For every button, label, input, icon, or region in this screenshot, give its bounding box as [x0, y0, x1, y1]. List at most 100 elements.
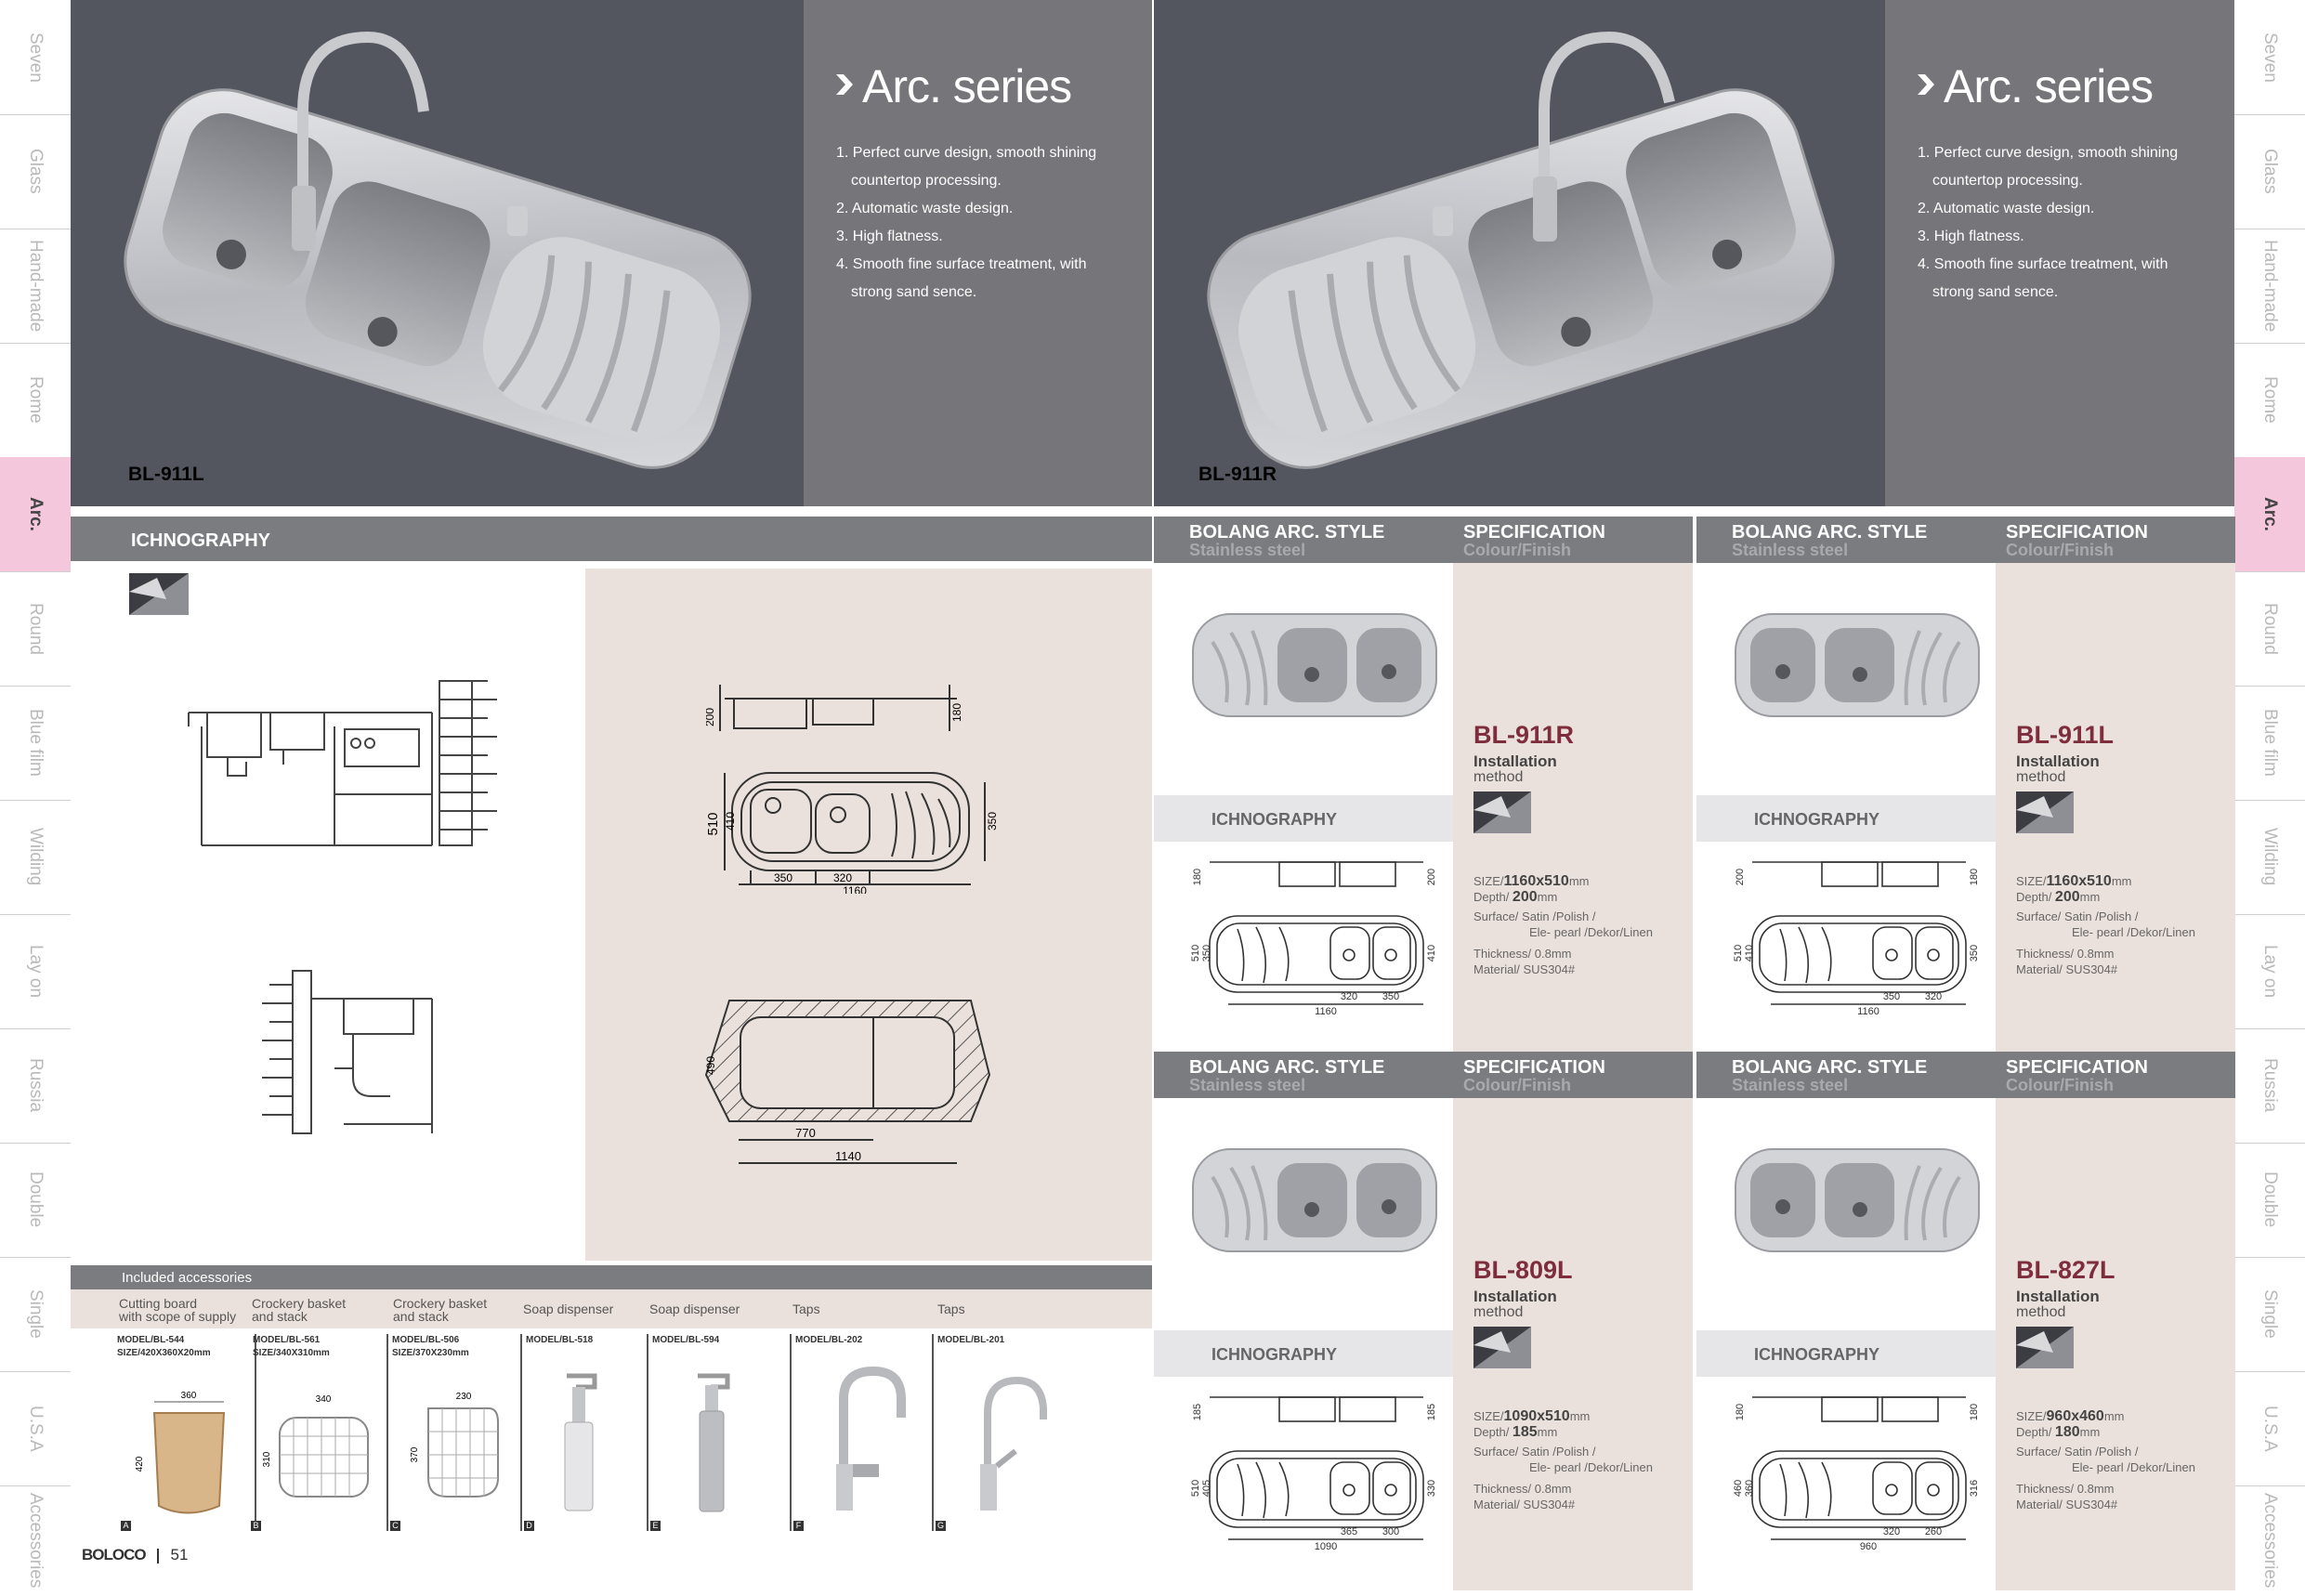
svg-text:420: 420: [135, 1456, 145, 1472]
spec-material: Material/ SUS304#: [2016, 962, 2118, 976]
dim-w1: 350: [774, 871, 792, 884]
accessory-crockery-basket-506[interactable]: MODEL/BL-506 SIZE/370X230mm 230 370 C: [386, 1334, 522, 1531]
side-tab-rome[interactable]: Rome: [2234, 343, 2305, 458]
hero-left-features: 1. Perfect curve design, smooth shining …: [836, 145, 1097, 300]
soap-dispenser-image: [698, 1373, 730, 1512]
top-view-drawing: 200 180 510 410 350 350 320 1160: [706, 685, 999, 894]
page-number-left: 51: [170, 1546, 189, 1563]
side-tab-glass[interactable]: Glass: [0, 114, 71, 229]
side-tab-rome[interactable]: Rome: [0, 343, 71, 458]
product-card-bl-827l[interactable]: BOLANG ARC. STYLE Stainless steel SPECIF…: [1696, 1052, 2235, 1590]
side-tab-accessories[interactable]: Accessories: [26, 1493, 46, 1589]
dimension-label: 510: [1734, 945, 1744, 962]
side-tab-arc[interactable]: Arc.: [2234, 457, 2305, 572]
svg-text:360: 360: [181, 1391, 197, 1401]
side-tab-single[interactable]: Single: [0, 1257, 71, 1372]
side-tab-double[interactable]: Double: [0, 1143, 71, 1258]
svg-text:230: 230: [456, 1392, 472, 1402]
spec-panel: BL-827L Installation method SIZE/960x460…: [1996, 1098, 2235, 1590]
dimension-label: 320: [1883, 1526, 1900, 1537]
install-method-icon: [129, 573, 189, 615]
side-tab-hand-made[interactable]: Hand-made: [2234, 229, 2305, 344]
hero-left-info: Arc. series 1. Perfect curve design, smo…: [804, 0, 1152, 506]
side-tab-glass[interactable]: Glass: [2234, 114, 2305, 229]
spec-material: Material/ SUS304#: [2016, 1498, 2118, 1511]
hero-right-model: BL-911R: [1198, 464, 1277, 485]
dimension-label: 1160: [1315, 1006, 1337, 1017]
side-tab-hand-made[interactable]: Hand-made: [0, 229, 71, 344]
hero-right-photo: BL-911R: [1154, 0, 1885, 506]
side-tab-double[interactable]: Double: [2234, 1143, 2305, 1258]
side-tab-arc[interactable]: Arc.: [0, 457, 71, 572]
side-nav-right: Seven Glass Hand-made Rome Arc. Round Bl…: [2234, 0, 2305, 1596]
spec-list: SIZE/960x460mm Depth/ 180mm Surface/ Sat…: [2016, 1408, 2195, 1511]
dimension-label: 350: [1201, 945, 1212, 962]
accessory-letter: G: [936, 1521, 946, 1531]
accessories-labels: Cutting board with scope of supply Crock…: [71, 1289, 1152, 1328]
side-tab-blue-film[interactable]: Blue film: [0, 686, 71, 801]
dim-cut-w1: 770: [795, 1126, 816, 1140]
ichnography-label: ICHNOGRAPHY: [1754, 810, 1880, 829]
side-tab-round[interactable]: Round: [2234, 571, 2305, 687]
install-icon: [1473, 791, 1531, 833]
side-tab-single[interactable]: Single: [2234, 1257, 2305, 1372]
accessory-tap-201[interactable]: MODEL/BL-201 G: [932, 1334, 1071, 1531]
accessory-cutting-board[interactable]: MODEL/BL-544 SIZE/420X360X20mm 360 420 A: [117, 1334, 256, 1531]
cutting-board-image: 360 420: [135, 1391, 226, 1514]
side-tab-usa[interactable]: U.S.A: [0, 1371, 71, 1486]
side-tab-lay-on[interactable]: Lay on: [2234, 914, 2305, 1029]
accessory-soap-dispenser-518[interactable]: MODEL/BL-518 D: [520, 1334, 648, 1531]
side-tab-russia[interactable]: Russia: [2234, 1028, 2305, 1144]
side-tab-accessories[interactable]: Accessories: [2260, 1493, 2280, 1589]
spec-depth: 185: [1512, 1424, 1538, 1440]
spec-thickness: Thickness/ 0.8mm: [2016, 1482, 2115, 1496]
ichnography-band: ICHNOGRAPHY: [1696, 795, 1996, 842]
spec-title: SPECIFICATION: [1463, 1057, 1605, 1078]
accessory-letter: A: [121, 1521, 131, 1531]
side-tab-usa[interactable]: U.S.A: [2234, 1371, 2305, 1486]
side-tab-wilding[interactable]: Wilding: [0, 800, 71, 915]
dim-cut-h: 490: [704, 1056, 717, 1075]
footer-left: BOLOCO 51: [82, 1546, 188, 1564]
accessory-crockery-basket-561[interactable]: MODEL/BL-561 SIZE/340X310mm 340 310 B: [247, 1334, 388, 1531]
side-tab-seven[interactable]: Seven: [0, 0, 71, 115]
dim-cut-w2: 1140: [835, 1149, 861, 1163]
dimension-label: 1160: [1857, 1006, 1879, 1017]
dimension-label: 180: [1735, 1404, 1746, 1420]
spec-list: SIZE/1160x510mm Depth/ 200mm Surface/ Sa…: [2016, 873, 2195, 976]
accessories-bar: Included accessories: [71, 1265, 1152, 1289]
style-subtitle: Stainless steel: [1732, 1076, 1849, 1094]
product-card-bl-911r[interactable]: BOLANG ARC. STYLE Stainless steel SPECIF…: [1154, 517, 1693, 1055]
spec-surface: Surface/ Satin /Polish /: [1473, 909, 1596, 923]
dimension-label: 360: [1744, 1480, 1755, 1497]
sink-thumbnail: [1192, 1148, 1437, 1252]
spec-title: SPECIFICATION: [2006, 522, 2148, 543]
installation-sublabel: method: [2016, 769, 2066, 785]
dimension-label: 460: [1734, 1480, 1744, 1497]
card-header: BOLANG ARC. STYLE Stainless steel SPECIF…: [1696, 1052, 2235, 1098]
installation-sublabel: method: [1473, 769, 1524, 785]
brand-logo: BOLOCO: [82, 1546, 147, 1563]
ichnography-label: ICHNOGRAPHY: [1211, 1345, 1338, 1364]
hero-left-photo: BL-911L: [71, 0, 804, 506]
product-card-bl-911l[interactable]: BOLANG ARC. STYLE Stainless steel SPECIF…: [1696, 517, 2235, 1055]
style-title: BOLANG ARC. STYLE: [1732, 522, 1928, 543]
spec-material: Material/ SUS304#: [1473, 962, 1576, 976]
installation-label: Installation: [2016, 752, 2100, 770]
product-card-bl-809l[interactable]: BOLANG ARC. STYLE Stainless steel SPECIF…: [1154, 1052, 1693, 1590]
dim-total-w: 1160: [843, 884, 867, 894]
side-tab-russia[interactable]: Russia: [0, 1028, 71, 1144]
hero-right-series-title: Arc. series: [1916, 59, 2154, 113]
card-header: BOLANG ARC. STYLE Stainless steel SPECIF…: [1154, 517, 1693, 563]
side-tab-seven[interactable]: Seven: [2234, 0, 2305, 115]
accessory-soap-dispenser-594[interactable]: MODEL/BL-594 E: [647, 1334, 792, 1531]
side-tab-blue-film[interactable]: Blue film: [2234, 686, 2305, 801]
side-tab-round[interactable]: Round: [0, 571, 71, 687]
spec-material: Material/ SUS304#: [1473, 1498, 1576, 1511]
accessory-tap-202[interactable]: MODEL/BL-202 F: [790, 1334, 934, 1531]
side-tab-lay-on[interactable]: Lay on: [0, 914, 71, 1029]
side-tab-wilding[interactable]: Wilding: [2234, 800, 2305, 915]
hero-right-features: 1. Perfect curve design, smooth shining …: [1918, 145, 2179, 300]
dimension-label: 960: [1860, 1541, 1877, 1552]
